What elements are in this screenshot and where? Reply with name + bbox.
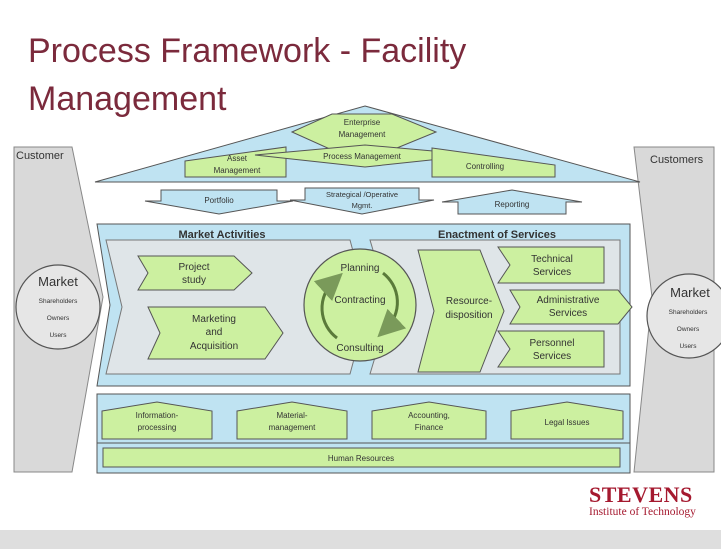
- administrative-services-shape: [509, 289, 633, 325]
- human-resources-bar: [102, 447, 621, 468]
- cycle-contracting: Contracting: [334, 295, 385, 306]
- market-left-item: Users: [50, 332, 68, 339]
- customers-right-label: Customers: [650, 154, 704, 166]
- legal-issues-text: Legal Issues: [545, 418, 590, 427]
- market-activities-header: Market Activities: [178, 229, 265, 241]
- accounting-finance-shape: [371, 401, 487, 440]
- stevens-logo-subtitle: Institute of Technology: [589, 506, 696, 518]
- resource-disposition-text: Resource-: [446, 296, 492, 307]
- slide-title-line2: Management: [28, 80, 227, 118]
- strategical-operative-text: Mgmt.: [352, 201, 373, 210]
- information-processing-text: processing: [138, 423, 177, 432]
- reporting-arrow-text: Reporting: [495, 200, 530, 209]
- resource-disposition-text: disposition: [445, 310, 492, 321]
- portfolio-arrow: [144, 189, 294, 215]
- resource-disposition-shape: [417, 249, 505, 373]
- marketing-acquisition-shape: [147, 306, 284, 360]
- market-right-item: Shareholders: [669, 309, 708, 316]
- market-right-label: Market: [670, 285, 710, 300]
- cycle-planning: Planning: [341, 263, 380, 274]
- material-management-shape: [236, 401, 348, 440]
- cycle-consulting: Consulting: [336, 343, 383, 354]
- controlling-shape: [431, 147, 556, 178]
- technical-services-text: Services: [533, 267, 571, 278]
- enterprise-management-text: Management: [339, 130, 386, 139]
- market-right-item: Users: [680, 343, 698, 350]
- bottom-band: [0, 530, 721, 549]
- asset-management-text: Asset: [227, 154, 248, 163]
- accounting-finance-text: Accounting,: [408, 411, 450, 420]
- cycle-arc-left: [313, 272, 343, 340]
- asset-management-text: Management: [214, 166, 261, 175]
- technical-services-shape: [497, 246, 605, 284]
- project-study-text: Project: [178, 262, 209, 273]
- stevens-logo: STEVENS: [589, 482, 693, 507]
- administrative-services-text: Administrative: [537, 295, 600, 306]
- material-management-text: management: [269, 423, 316, 432]
- human-resources-text: Human Resources: [328, 454, 394, 463]
- slide-title-line1: Process Framework - Facility: [28, 32, 467, 70]
- marketing-acquisition-text: and: [206, 327, 223, 338]
- market-left-label: Market: [38, 274, 78, 289]
- portfolio-arrow-text: Portfolio: [204, 196, 234, 205]
- enactment-services-header: Enactment of Services: [438, 229, 556, 241]
- personnel-services-shape: [497, 330, 605, 368]
- project-study-text: study: [182, 275, 206, 286]
- material-management-text: Material-: [276, 411, 307, 420]
- marketing-acquisition-text: Acquisition: [190, 341, 238, 352]
- customer-left-label: Customer: [16, 150, 64, 162]
- marketing-acquisition-text: Marketing: [192, 314, 236, 325]
- administrative-services-text: Services: [549, 308, 587, 319]
- market-right-item: Owners: [677, 326, 700, 333]
- reporting-arrow: [441, 189, 583, 215]
- strategical-operative-text: Strategical /Operative: [326, 190, 398, 199]
- personnel-services-text: Services: [533, 351, 571, 362]
- accounting-finance-text: Finance: [415, 423, 444, 432]
- strategical-operative-arrow: [289, 187, 435, 215]
- market-left-item: Shareholders: [39, 298, 78, 305]
- controlling-text: Controlling: [466, 162, 504, 171]
- process-management-text: Process Management: [323, 152, 402, 161]
- market-left-circle: [15, 264, 101, 350]
- project-study-shape: [137, 255, 253, 291]
- information-processing-shape: [101, 401, 213, 440]
- technical-services-text: Technical: [531, 254, 573, 265]
- information-processing-text: Information-: [136, 411, 179, 420]
- personnel-services-text: Personnel: [529, 338, 574, 349]
- market-left-item: Owners: [47, 315, 70, 322]
- legal-issues-shape: [510, 401, 624, 440]
- enterprise-management-text: Enterprise: [344, 118, 381, 127]
- cycle-arc-right: [377, 271, 407, 338]
- market-right-circle: [646, 273, 721, 359]
